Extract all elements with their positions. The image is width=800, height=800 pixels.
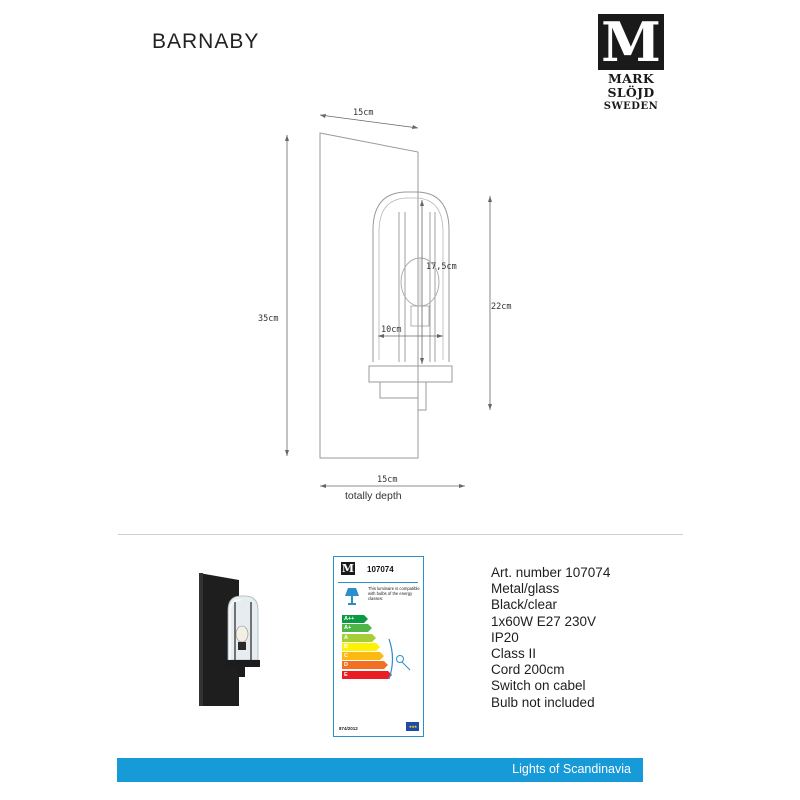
mini-brand-mark: M: [341, 562, 355, 575]
energy-class-bar: C: [342, 652, 384, 661]
depth-caption: totally depth: [345, 490, 402, 502]
energy-class-bar: E: [342, 670, 392, 679]
brand-line-2: SLÖJD: [607, 85, 655, 100]
energy-article-number: 107074: [367, 565, 394, 574]
product-photo: [199, 573, 260, 706]
glass-shade-outline: [372, 191, 450, 362]
eu-flag-icon: ★★★: [406, 722, 419, 731]
energy-compat-text: This luminaire is compatible with bulbs …: [368, 586, 420, 601]
lamp-base-outline: [368, 365, 453, 383]
spec-line: 1x60W E27 230V: [491, 613, 597, 629]
brand-mark: M: [598, 14, 664, 70]
dim-glass-height: 17,5cm: [426, 262, 457, 272]
dim-shade-height: 22cm: [491, 302, 512, 312]
spec-line: IP20: [491, 629, 519, 645]
brand-line-1: MARK: [608, 71, 654, 86]
footer-tagline: Lights of Scandinavia: [512, 762, 631, 776]
spec-line: Cord 200cm: [491, 662, 565, 678]
back-plate-outline: [319, 132, 419, 459]
spec-line: Switch on cabel: [491, 678, 586, 694]
dim-total-height: 35cm: [258, 314, 279, 324]
energy-class-bar: D: [342, 661, 388, 670]
product-title: BARNABY: [152, 30, 260, 53]
energy-label: M 107074 This luminaire is compatible wi…: [333, 556, 424, 737]
bulb-range-bracket-icon: [388, 638, 411, 680]
footer-bar: Lights of Scandinavia: [117, 758, 643, 782]
spec-line: Black/clear: [491, 597, 558, 613]
spec-line: Class II: [491, 646, 537, 662]
energy-class-bar: B: [342, 642, 380, 651]
brand-logo: M MARK SLÖJD SWEDEN: [598, 14, 664, 124]
dim-top-width: 15cm: [353, 108, 374, 118]
spec-line: Bulb not included: [491, 694, 595, 710]
energy-class-bar: A++: [342, 615, 368, 623]
spec-line: Art. number 107074: [491, 565, 611, 580]
lamp-icon: [345, 588, 359, 605]
brand-line-3: SWEDEN: [603, 101, 659, 112]
energy-label-divider: [338, 582, 418, 583]
section-divider: [118, 534, 683, 535]
dim-glass-width: 10cm: [381, 325, 402, 335]
spec-line: Metal/glass: [491, 581, 560, 597]
energy-class-bar: A+: [342, 624, 372, 633]
energy-regulation: 874/2012: [339, 726, 358, 731]
dim-line-top-width: [319, 114, 419, 129]
dim-depth: 15cm: [377, 475, 398, 485]
energy-class-bar: A: [342, 633, 376, 642]
